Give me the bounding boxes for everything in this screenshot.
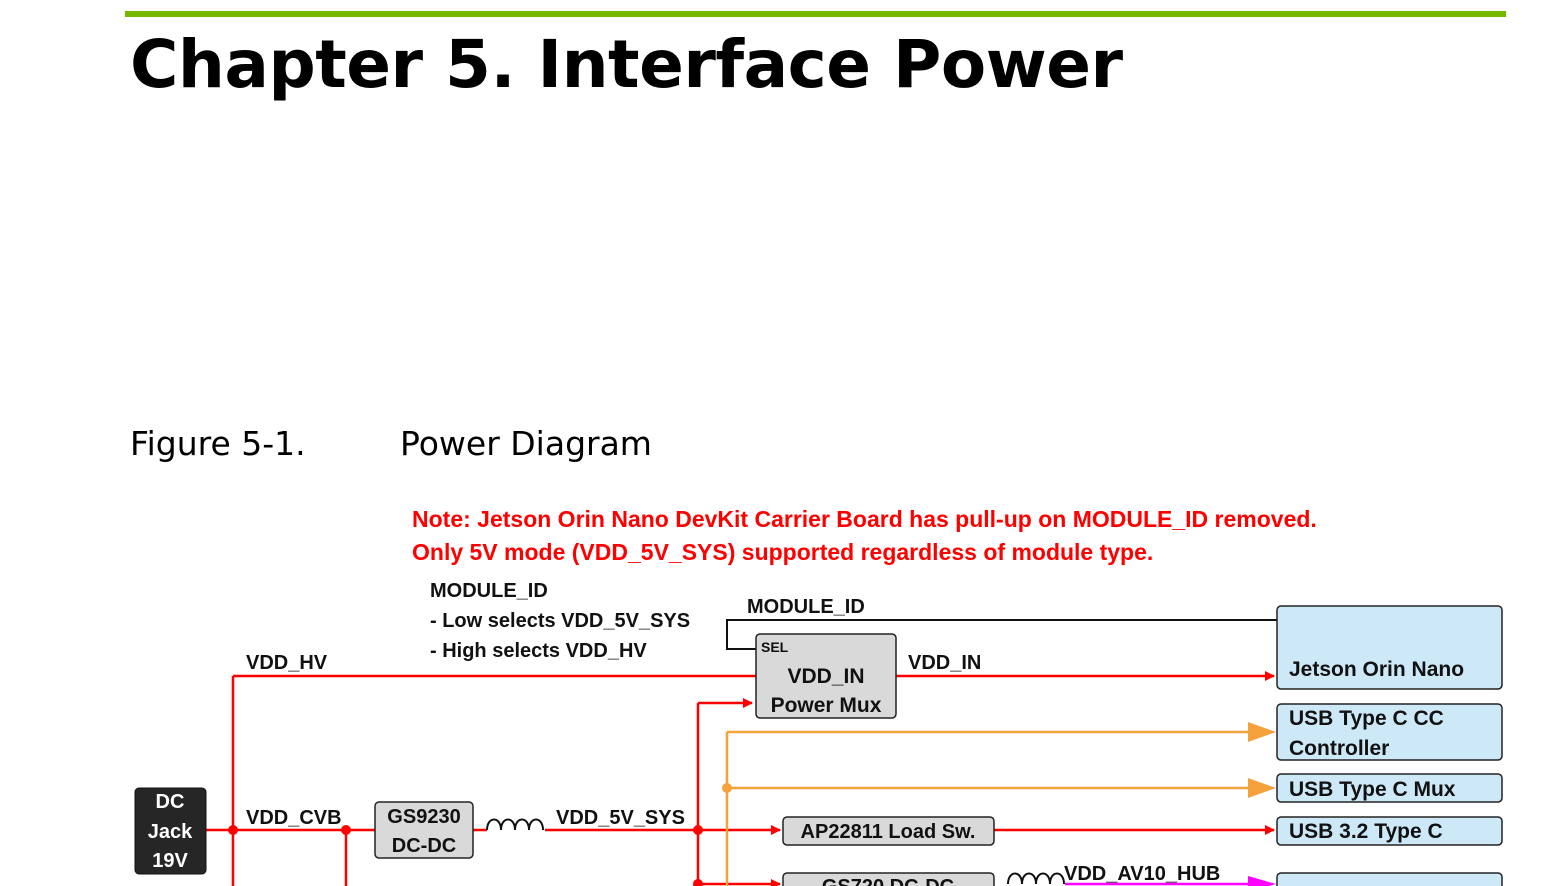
usb-type-c-mux-box [1276, 773, 1503, 803]
dc-jack-box [134, 787, 207, 875]
red-power-rails [206, 671, 1275, 886]
dc-jack-label-3: 19V [152, 850, 188, 872]
dc-jack-label-1: DC [156, 791, 185, 813]
power-mux-box [755, 633, 897, 719]
module-id-note-title: MODULE_ID [430, 580, 548, 602]
jetson-orin-nano-label: Jetson Orin Nano [1289, 658, 1464, 681]
orange-arrowhead-cc [1248, 722, 1276, 742]
ap22811-label: AP22811 Load Sw. [801, 821, 976, 843]
usb-3-2-type-c-box [1276, 816, 1503, 846]
orange-power-rails [725, 730, 1250, 886]
usb-type-c-cc-label-2: Controller [1289, 737, 1389, 760]
module-id-wire [726, 619, 1303, 650]
usb-type-c-mux-label: USB Type C Mux [1289, 778, 1456, 801]
gs9230-label-1: GS9230 [387, 806, 460, 828]
junction-dots [228, 825, 703, 886]
power-mux-label-1: VDD_IN [787, 665, 864, 688]
usb-type-c-cc-box [1276, 703, 1503, 761]
gs720-box [782, 872, 995, 886]
power-mux-sel-label: SEL [761, 639, 789, 655]
ap22811-box [782, 816, 995, 846]
gs720-label: GS720 DC-DC [822, 876, 954, 886]
module-id-note-low: - Low selects VDD_5V_SYS [430, 610, 690, 632]
module-id-note-high: - High selects VDD_HV [430, 640, 647, 662]
jetson-orin-nano-box [1276, 605, 1503, 690]
usb-type-c-cc-label-1: USB Type C CC [1289, 707, 1444, 730]
vdd-cvb-label: VDD_CVB [246, 807, 342, 829]
inductor-icon-2 [1007, 872, 1065, 885]
power-mux-label-2: Power Mux [771, 694, 882, 717]
orange-arrowhead-mux [1248, 778, 1276, 798]
vdd-hv-label: VDD_HV [246, 652, 328, 674]
gs9230-box [374, 801, 474, 859]
orange-junction-dot [722, 783, 732, 793]
next-target-box [1276, 872, 1503, 886]
magenta-arrowhead [1248, 876, 1276, 886]
figure-label: Figure 5-1. [130, 424, 306, 463]
note-line-2: Only 5V mode (VDD_5V_SYS) supported rega… [412, 539, 1153, 565]
inductor-icon [486, 818, 544, 831]
figure-title: Power Diagram [400, 424, 652, 463]
usb-3-2-type-c-label: USB 3.2 Type C [1289, 820, 1443, 843]
gs9230-label-2: DC-DC [392, 835, 456, 857]
vdd-av10-hub-label: VDD_AV10_HUB [1064, 863, 1220, 885]
header-accent-rule [125, 11, 1506, 17]
dc-jack-label-2: Jack [148, 821, 193, 843]
module-id-signal-label: MODULE_ID [747, 596, 865, 618]
note-line-1: Note: Jetson Orin Nano DevKit Carrier Bo… [412, 506, 1317, 532]
chapter-title: Chapter 5. Interface Power [130, 26, 1123, 103]
vdd-in-label: VDD_IN [908, 652, 981, 674]
vdd-5v-sys-label: VDD_5V_SYS [556, 807, 685, 829]
